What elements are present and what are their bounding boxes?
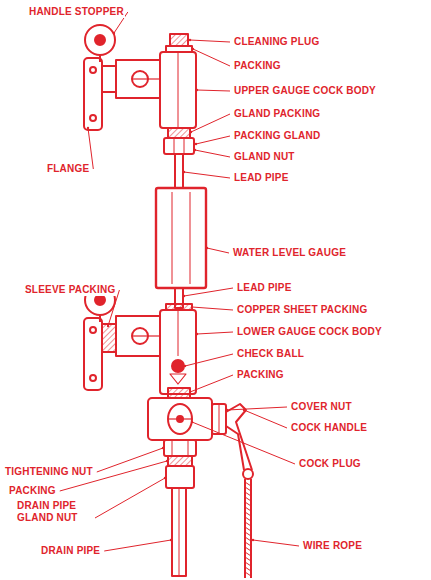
- leader-dot: [196, 89, 198, 91]
- lower-gauge-cock: [84, 285, 196, 398]
- leader-dot: [164, 477, 166, 479]
- leader-dot: [192, 48, 194, 50]
- leader-dot: [183, 295, 185, 297]
- leader-line: [227, 407, 287, 410]
- part-label: CLEANING PLUG: [233, 36, 320, 48]
- rope-strand: [245, 522, 251, 526]
- part-label: WATER LEVEL GAUGE: [232, 247, 347, 259]
- leader-line: [104, 540, 171, 551]
- leader-dot: [183, 171, 185, 173]
- rope-strand: [245, 537, 251, 541]
- leader-dot: [166, 460, 168, 462]
- part-label: SLEEVE PACKING: [24, 284, 116, 296]
- leader-dot: [206, 247, 208, 249]
- part-label: FLANGE: [46, 163, 90, 175]
- rope-strand: [245, 542, 251, 546]
- leader-dot: [196, 333, 198, 335]
- leader-line: [190, 40, 230, 42]
- leader-line: [190, 375, 233, 392]
- part-label: GLAND PACKING: [233, 108, 321, 120]
- rope-strand: [245, 557, 251, 561]
- rope-strand: [245, 487, 251, 491]
- drain-cock: [148, 398, 252, 576]
- leader-line: [97, 448, 163, 472]
- leader-line: [184, 172, 230, 178]
- rope-strand: [245, 572, 251, 576]
- wire-rope: [243, 469, 253, 578]
- leader-dot: [252, 539, 254, 541]
- leader-dot: [243, 409, 245, 411]
- part-label: DRAIN PIPE: [40, 545, 101, 557]
- leader-dot: [184, 365, 186, 367]
- rope-strand: [245, 482, 251, 486]
- part-label: COCK PLUG: [298, 458, 362, 470]
- leader-dot: [226, 409, 228, 411]
- part-label: COCK HANDLE: [290, 422, 368, 434]
- leader-dot: [170, 539, 172, 541]
- part-label: PACKING: [233, 60, 282, 72]
- rope-strand: [245, 567, 251, 571]
- leader-line: [253, 540, 299, 546]
- leader-line: [207, 248, 229, 253]
- part-label: LEAD PIPE: [233, 172, 290, 184]
- leader-dot: [107, 325, 109, 327]
- leader-line: [184, 288, 233, 296]
- rope-strand: [245, 507, 251, 511]
- rope-strand: [245, 532, 251, 536]
- leader-line: [192, 422, 295, 464]
- rope-strand: [245, 562, 251, 566]
- leader-line: [195, 150, 230, 157]
- part-label: COVER NUT: [290, 401, 353, 413]
- leader-dot: [189, 39, 191, 41]
- leader-line: [197, 90, 230, 91]
- rope-strand: [245, 547, 251, 551]
- part-label: GLAND NUT: [233, 151, 296, 163]
- part-label: PACKING: [236, 369, 285, 381]
- part-label: PACKING: [8, 485, 57, 497]
- leader-line: [193, 49, 230, 66]
- part-label: UPPER GAUGE COCK BODY: [233, 85, 377, 97]
- leader-line: [95, 478, 165, 518]
- leader-dot: [195, 143, 197, 145]
- leader-dot: [87, 127, 89, 129]
- rope-strand: [245, 497, 251, 501]
- part-label: TIGHTENING NUT: [4, 466, 94, 478]
- leader-dot: [191, 421, 193, 423]
- rope-strand: [245, 517, 251, 521]
- leader-line: [185, 354, 233, 366]
- leader-dot: [162, 447, 164, 449]
- leader-line: [192, 307, 233, 310]
- leader-line: [197, 332, 233, 334]
- part-label: WIRE ROPE: [302, 540, 363, 552]
- leader-line: [244, 410, 287, 428]
- part-label: COPPER SHEET PACKING: [236, 304, 369, 316]
- leader-dot: [191, 306, 193, 308]
- part-label: LOWER GAUGE COCK BODY: [236, 326, 383, 338]
- part-label: CHECK BALL: [236, 348, 305, 360]
- part-label: PACKING GLAND: [233, 130, 321, 142]
- part-label: HANDLE STOPPER: [28, 6, 125, 18]
- rope-strand: [245, 492, 251, 496]
- leader-dot: [189, 391, 191, 393]
- gauge-glass: [156, 188, 206, 288]
- part-label: DRAIN PIPE GLAND NUT: [16, 500, 92, 524]
- leader-dot: [113, 32, 115, 34]
- leader-line: [196, 136, 230, 144]
- rope-strand: [245, 552, 251, 556]
- leader-dot: [194, 149, 196, 151]
- leader-dot: [190, 131, 192, 133]
- rope-strand: [245, 502, 251, 506]
- leader-line: [191, 114, 230, 132]
- rope-strand: [245, 512, 251, 516]
- part-label: LEAD PIPE: [236, 282, 293, 294]
- rope-strand: [245, 527, 251, 531]
- upper-gauge-cock: [84, 25, 196, 188]
